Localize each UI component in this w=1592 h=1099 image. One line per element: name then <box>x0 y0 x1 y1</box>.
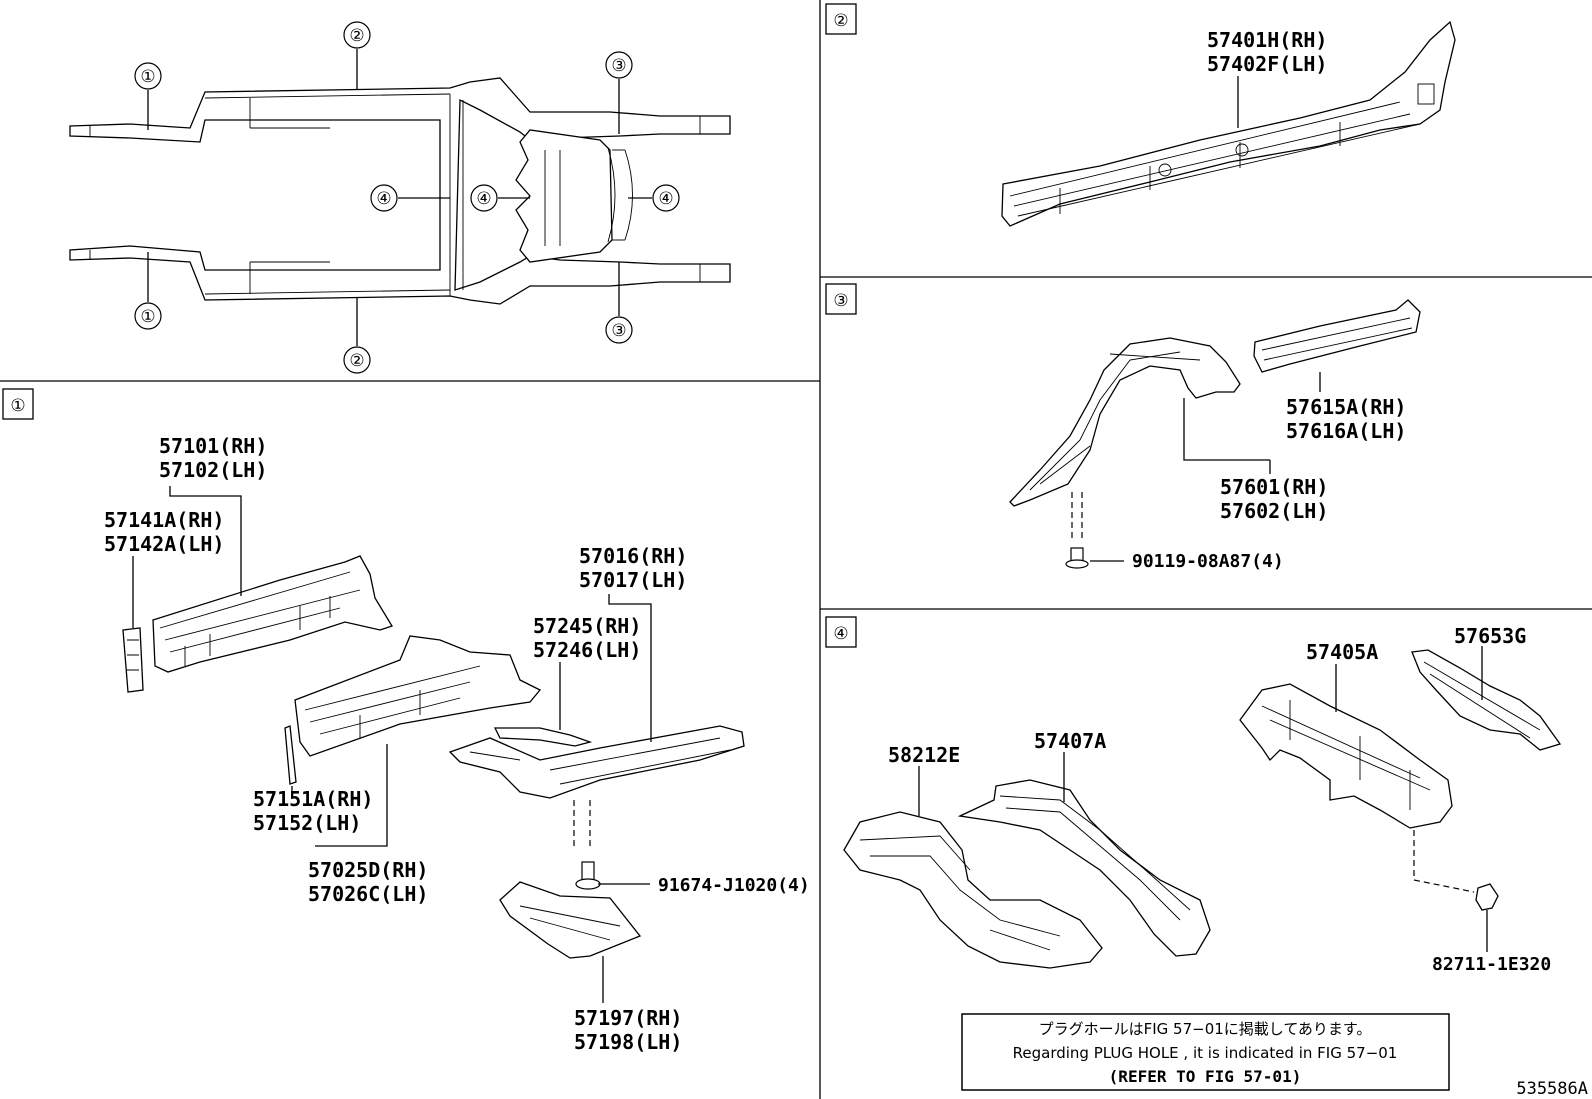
label-57152: 57152(LH) <box>253 811 361 835</box>
part-57151A <box>284 725 297 785</box>
label-58212E: 58212E <box>888 743 960 767</box>
label-57601: 57601(RH) <box>1220 475 1328 499</box>
svg-text:①: ① <box>140 67 155 87</box>
callout-2-top: ② <box>343 21 371 90</box>
note-box: プラグホールはFIG 57−01に掲載してあります。 Regarding PLU… <box>961 1013 1450 1091</box>
svg-text:①: ① <box>140 307 155 327</box>
callout-1-top: ① <box>134 62 162 130</box>
section-marker-3-label: ③ <box>833 291 848 311</box>
callout-4-center: ④ <box>470 184 530 212</box>
note-line-en: Regarding PLUG HOLE , it is indicated in… <box>1013 1044 1398 1062</box>
part-57141A <box>122 627 144 693</box>
section-1-parts <box>122 555 745 959</box>
frame-overview <box>69 77 731 305</box>
label-57101: 57101(RH) <box>159 434 267 458</box>
part-57245 <box>493 727 593 747</box>
callout-1-bottom: ① <box>134 252 162 330</box>
label-91674: 91674-J1020(4) <box>658 875 810 896</box>
label-57026C: 57026C(LH) <box>308 882 428 906</box>
section-1-leaders <box>132 486 652 1003</box>
section-4-leaders <box>918 646 1488 952</box>
section-marker-1-label: ① <box>10 396 25 416</box>
label-57616A: 57616A(LH) <box>1286 419 1406 443</box>
note-line-ja: プラグホールはFIG 57−01に掲載してあります。 <box>1039 1020 1372 1038</box>
section-4-labels: 57405A 57653G 58212E 57407A 82711-1E320 <box>888 624 1551 975</box>
svg-text:③: ③ <box>611 56 626 76</box>
section-2-parts <box>1001 20 1456 227</box>
part-57401H <box>1001 20 1456 227</box>
label-57197: 57197(RH) <box>574 1006 682 1030</box>
label-57402F: 57402F(LH) <box>1207 52 1327 76</box>
part-57016 <box>448 725 745 799</box>
label-57407A: 57407A <box>1034 729 1106 753</box>
label-57102: 57102(LH) <box>159 458 267 482</box>
overview-callouts: ① ① ② ② ③ ③ ④ <box>134 21 680 374</box>
part-58212E <box>843 811 1103 969</box>
svg-text:④: ④ <box>658 189 673 209</box>
label-57405A: 57405A <box>1306 640 1378 664</box>
section-marker-3: ③ <box>825 283 857 315</box>
svg-text:④: ④ <box>376 189 391 209</box>
note-line-refer: (REFER TO FIG 57-01) <box>1109 1067 1302 1086</box>
label-57198: 57198(LH) <box>574 1030 682 1054</box>
section-marker-4-label: ④ <box>833 624 848 644</box>
bolt-90119 <box>1065 492 1124 569</box>
label-57141A: 57141A(RH) <box>104 508 224 532</box>
label-57017: 57017(LH) <box>579 568 687 592</box>
bolt-91674 <box>573 800 650 890</box>
svg-text:②: ② <box>349 26 364 46</box>
callout-3-top: ③ <box>605 51 633 134</box>
clip-82711 <box>1413 830 1499 911</box>
part-57101 <box>152 555 393 673</box>
part-57405A <box>1239 683 1453 829</box>
section-marker-2: ② <box>825 3 857 35</box>
section-marker-4: ④ <box>825 616 857 648</box>
callout-4-left: ④ <box>370 184 450 212</box>
label-90119: 90119-08A87(4) <box>1132 551 1284 572</box>
section-1-labels: 57101(RH) 57102(LH) 57141A(RH) 57142A(LH… <box>104 434 810 1054</box>
callout-3-bottom: ③ <box>605 262 633 344</box>
label-57401H: 57401H(RH) <box>1207 28 1327 52</box>
part-57197 <box>499 881 642 959</box>
label-57151A: 57151A(RH) <box>253 787 373 811</box>
svg-text:④: ④ <box>476 189 491 209</box>
label-57025D: 57025D(RH) <box>308 858 428 882</box>
section-marker-2-label: ② <box>833 11 848 31</box>
label-57246: 57246(LH) <box>533 638 641 662</box>
label-57653G: 57653G <box>1454 624 1526 648</box>
label-82711: 82711-1E320 <box>1432 954 1551 975</box>
section-3-leaders <box>1183 372 1321 474</box>
callout-4-right: ④ <box>628 184 680 212</box>
part-57601 <box>1009 337 1241 507</box>
part-57615A <box>1253 299 1421 373</box>
label-57245: 57245(RH) <box>533 614 641 638</box>
part-57653G <box>1411 649 1562 751</box>
section-4-parts <box>843 649 1562 969</box>
label-57615A: 57615A(RH) <box>1286 395 1406 419</box>
section-3-parts <box>1009 299 1421 569</box>
label-57602: 57602(LH) <box>1220 499 1328 523</box>
callout-2-bottom: ② <box>343 298 371 374</box>
part-57407A <box>957 779 1211 957</box>
figure-id: 535586A <box>1516 1079 1588 1099</box>
label-57142A: 57142A(LH) <box>104 532 224 556</box>
svg-text:③: ③ <box>611 321 626 341</box>
svg-text:②: ② <box>349 351 364 371</box>
section-3-labels: 57615A(RH) 57616A(LH) 57601(RH) 57602(LH… <box>1132 395 1406 572</box>
section-2-labels: 57401H(RH) 57402F(LH) <box>1207 28 1327 76</box>
label-57016: 57016(RH) <box>579 544 687 568</box>
section-marker-1: ① <box>2 388 34 420</box>
